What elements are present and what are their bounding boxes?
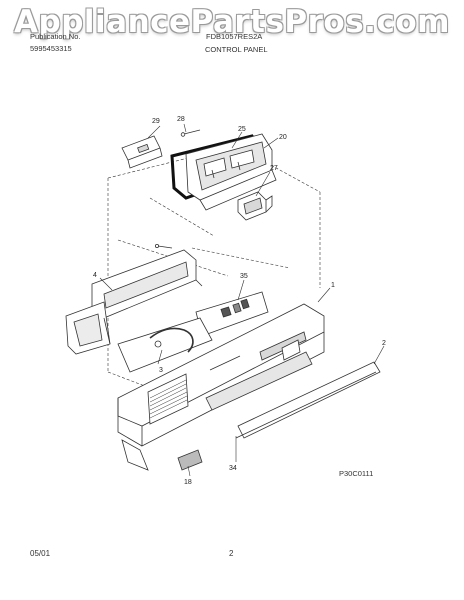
part-4-console-bracket[interactable] bbox=[65, 249, 203, 355]
part-35-control-board[interactable] bbox=[195, 291, 269, 337]
callout-18: 18 bbox=[184, 479, 192, 486]
callout-4: 4 bbox=[93, 272, 97, 279]
callout-25: 25 bbox=[238, 126, 246, 133]
part-3-wiring-harness[interactable] bbox=[117, 317, 213, 373]
leader-lines bbox=[99, 123, 385, 477]
callout-28: 28 bbox=[177, 116, 185, 123]
callout-27: 27 bbox=[270, 165, 278, 172]
callout-2: 2 bbox=[382, 340, 386, 347]
footer-date: 05/01 bbox=[30, 549, 51, 558]
callout-35: 35 bbox=[240, 273, 248, 280]
callout-3: 3 bbox=[159, 367, 163, 374]
part-28-screw[interactable] bbox=[180, 129, 201, 137]
publication-label: Publication No. bbox=[30, 32, 81, 41]
model-number: FDB1057RES2A bbox=[206, 32, 263, 41]
section-title: CONTROL PANEL bbox=[205, 45, 268, 54]
part-18-label[interactable] bbox=[177, 449, 203, 471]
part-27-switch[interactable] bbox=[237, 191, 273, 221]
mounting-screw[interactable] bbox=[154, 243, 173, 249]
callout-20: 20 bbox=[279, 134, 287, 141]
publication-number: 5995453315 bbox=[30, 44, 72, 53]
page-number: 2 bbox=[229, 549, 234, 558]
watermark: AppliancePartsPros.com bbox=[14, 4, 450, 40]
figure-id: P30C0111 bbox=[339, 469, 374, 478]
callout-29: 29 bbox=[152, 118, 160, 125]
part-34-lower-insert[interactable] bbox=[205, 351, 313, 411]
part-1-control-panel[interactable] bbox=[117, 303, 325, 471]
part-2-trim-strip[interactable] bbox=[235, 361, 381, 439]
part-29-bracket[interactable] bbox=[121, 135, 163, 169]
callout-34: 34 bbox=[229, 465, 237, 472]
callout-1: 1 bbox=[331, 282, 335, 289]
part-20-panel-frame[interactable] bbox=[185, 133, 277, 211]
